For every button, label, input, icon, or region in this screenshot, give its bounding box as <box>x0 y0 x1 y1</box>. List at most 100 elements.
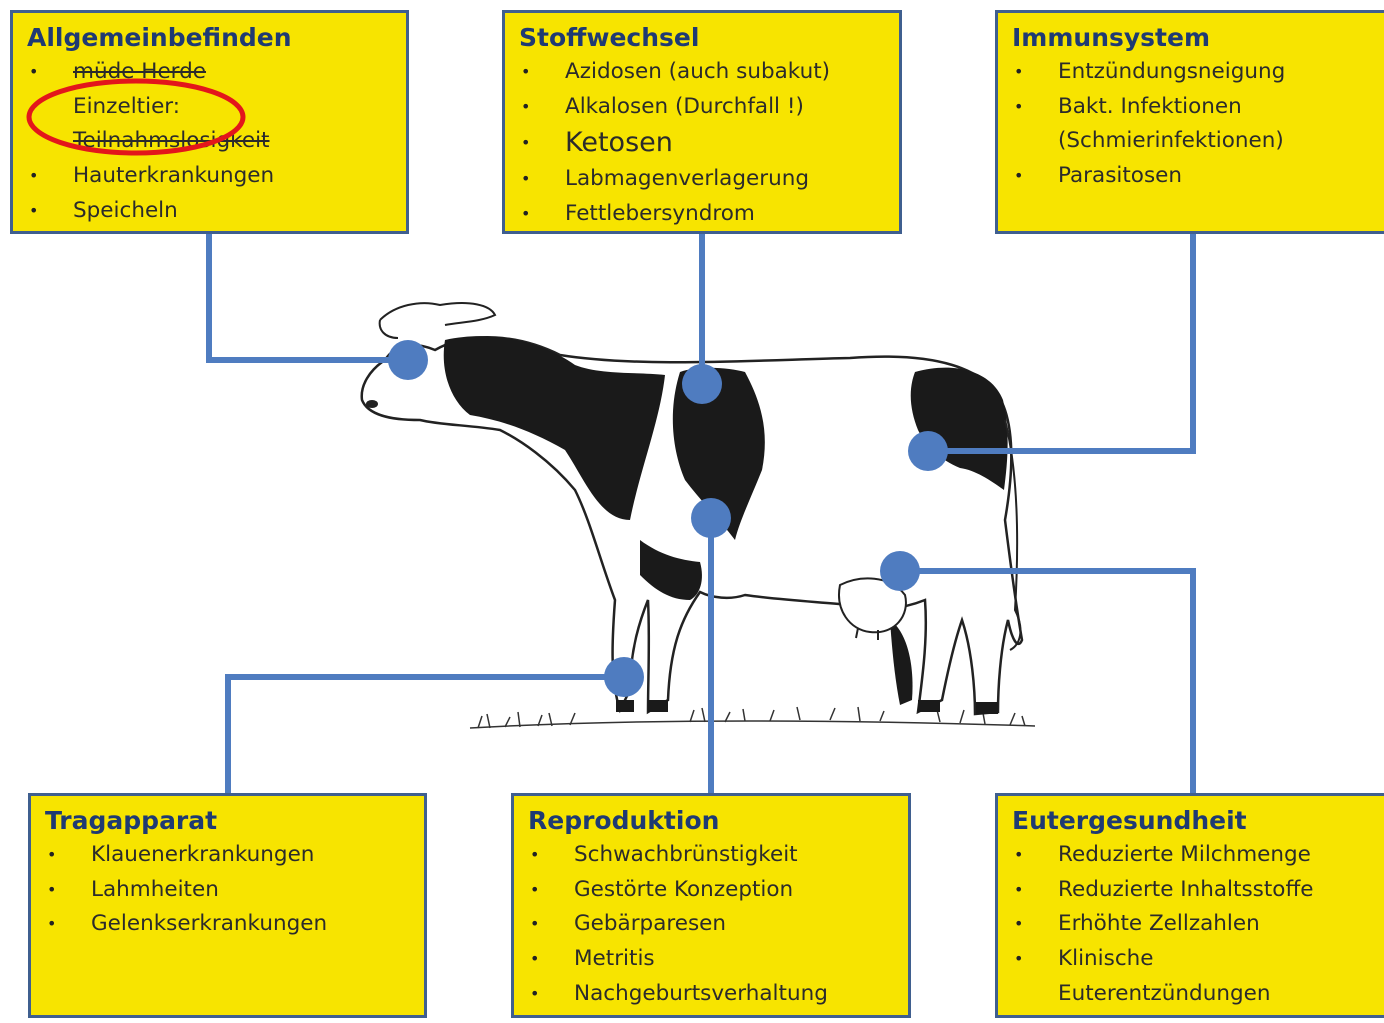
list-item: Einzeltier: <box>27 90 392 125</box>
marker-head <box>388 340 428 380</box>
connector-tragapparat <box>225 674 624 796</box>
item-text: Alkalosen (Durchfall !) <box>565 93 804 119</box>
list-item: • Gestörte Konzeption <box>528 873 894 908</box>
bullet: • <box>47 879 57 899</box>
bullet: • <box>521 204 531 224</box>
box-title: Immunsystem <box>1012 23 1211 52</box>
box-title: Stoffwechsel <box>519 23 700 52</box>
box-title: Eutergesundheit <box>1012 806 1247 835</box>
box-reproduktion: Reproduktion • Schwachbrünstigkeit • Gestö… <box>511 793 911 1018</box>
box-title: Tragapparat <box>45 806 218 835</box>
item-text: Fettlebersyndrom <box>565 201 755 227</box>
item-list: • Schwachbrünstigkeit • Gestörte Konzeptio… <box>528 838 894 1012</box>
item-text: Hauterkrankungen <box>73 163 275 189</box>
list-item: • Hauterkrankungen <box>27 159 392 194</box>
bullet: • <box>530 983 540 1003</box>
marker-belly <box>691 498 731 538</box>
list-item: • Entzündungsneigung <box>1012 55 1370 90</box>
list-item: •Gelenkserkrankungen <box>45 907 410 942</box>
item-text: Bakt. Infektionen <box>1058 93 1242 119</box>
item-text: Euterentzündungen <box>1058 980 1271 1006</box>
item-text: Klauenerkrankungen <box>91 842 315 867</box>
bullet: • <box>521 169 531 189</box>
box-title: Reproduktion <box>528 806 720 835</box>
bullet: • <box>1014 96 1024 116</box>
bullet: • <box>530 949 540 969</box>
item-text: Nachgeburtsverhaltung <box>574 980 828 1006</box>
bullet: • <box>530 879 540 899</box>
box-immunsystem: Immunsystem • Entzündungsneigung • Bakt. I… <box>995 10 1384 234</box>
item-text: Erhöhte Zellzahlen <box>1058 911 1260 937</box>
list-item: • Alkalosen (Durchfall !) <box>519 90 885 125</box>
list-item: •Speicheln <box>27 194 392 229</box>
bullet: • <box>1014 166 1024 186</box>
cow-illustration <box>360 302 1024 716</box>
bullet: • <box>521 96 531 116</box>
item-list: • Klauenerkrankungen • Lahmheiten •Gelenks… <box>45 838 410 942</box>
list-item: • Klauenerkrankungen <box>45 838 410 873</box>
item-text: Entzündungsneigung <box>1058 59 1286 84</box>
bullet: • <box>521 62 531 81</box>
item-text: Klinische <box>1058 946 1154 972</box>
connector-eutergesundheit <box>900 568 1196 796</box>
bullet: • <box>29 62 39 81</box>
bullet: • <box>47 845 57 864</box>
marker-rumen <box>682 364 722 404</box>
item-list: • müde Herde Einzeltier: Teilnahmslosigke… <box>27 55 392 229</box>
list-item: •Labmagenverlagerung <box>519 162 885 197</box>
bullet: • <box>1014 62 1024 81</box>
item-text: (Schmierinfektionen) <box>1058 128 1284 154</box>
item-list: • Reduzierte Milchmenge •Reduzierte Inhal… <box>1012 838 1370 1012</box>
list-item: • Bakt. Infektionen <box>1012 90 1370 125</box>
grass <box>469 706 1036 729</box>
bullet: • <box>530 845 540 864</box>
list-item: • müde Herde <box>27 55 392 90</box>
list-item: • Lahmheiten <box>45 873 410 908</box>
bullet: • <box>1014 914 1024 934</box>
list-item: • Erhöhte Zellzahlen <box>1012 907 1370 942</box>
list-item: Teilnahmslosigkeit <box>27 124 392 159</box>
list-item: •Reduzierte Inhaltsstoffe <box>1012 873 1370 908</box>
list-item: • Klinische <box>1012 942 1370 977</box>
bullet: • <box>1014 879 1024 899</box>
bullet: • <box>530 914 540 934</box>
item-text: Ketosen <box>565 127 673 159</box>
item-text: Teilnahmslosigkeit <box>73 128 270 154</box>
item-text: Einzeltier: <box>73 93 181 119</box>
item-list: • Entzündungsneigung • Bakt. Infektionen (… <box>1012 55 1370 194</box>
box-stoffwechsel: Stoffwechsel •Azidosen (auch subakut) •A… <box>502 10 902 234</box>
item-text: Gestörte Konzeption <box>574 876 794 902</box>
item-text: Lahmheiten <box>91 876 219 902</box>
item-text: müde Herde <box>73 59 207 84</box>
item-list: •Azidosen (auch subakut) • Alkalosen (Dur… <box>519 55 885 231</box>
box-eutergesundheit: Eutergesundheit • Reduzierte Milchmenge •… <box>995 793 1384 1018</box>
list-item: • Schwachbrünstigkeit <box>528 838 894 873</box>
item-text: Schwachbrünstigkeit <box>574 842 798 867</box>
box-tragapparat: Tragapparat • Klauenerkrankungen • Lahmhei… <box>28 793 427 1018</box>
bullet: • <box>521 133 531 153</box>
list-item: •Gebärparesen <box>528 907 894 942</box>
markers <box>388 340 948 697</box>
list-item: •Azidosen (auch subakut) <box>519 55 885 90</box>
bullet: • <box>1014 949 1024 969</box>
bullet: • <box>1014 845 1024 864</box>
list-item: • Ketosen <box>519 124 885 162</box>
list-item: (Schmierinfektionen) <box>1012 124 1370 159</box>
connector-allgemeinbefinden <box>206 232 408 363</box>
item-text: Reduzierte Milchmenge <box>1058 842 1311 867</box>
bullet: • <box>29 166 39 186</box>
marker-leg <box>604 657 644 697</box>
list-item: • Nachgeburtsverhaltung <box>528 977 894 1012</box>
marker-hip <box>908 431 948 471</box>
list-item: • Reduzierte Milchmenge <box>1012 838 1370 873</box>
list-item: • Metritis <box>528 942 894 977</box>
item-text: Metritis <box>574 946 655 972</box>
connector-immunsystem <box>928 232 1196 454</box>
item-text: Gelenkserkrankungen <box>91 911 328 937</box>
box-allgemeinbefinden: Allgemeinbefinden •müde Herde Einzeltier… <box>10 10 409 234</box>
item-text: Parasitosen <box>1058 163 1183 189</box>
connectors <box>206 232 1196 796</box>
list-item: • Parasitosen <box>1012 159 1370 194</box>
list-item: • Fettlebersyndrom <box>519 197 885 231</box>
